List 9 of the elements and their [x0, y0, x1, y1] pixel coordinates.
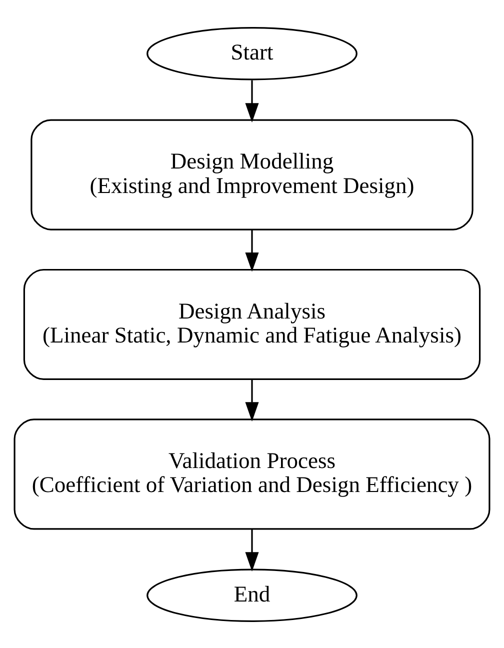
node-box: Design Modelling (Existing and Improvement Design): [30, 118, 474, 230]
node-ellipse: Start: [146, 26, 358, 80]
arrow: [245, 229, 259, 272]
arrow: [245, 80, 259, 122]
node-box: Validation Process (Coefficient of Variation and Design Efficiency ): [14, 418, 490, 530]
arrow: [245, 528, 259, 572]
node-box: Design Analysis (Linear Static, Dynamic and Fatigue Analysis): [23, 268, 481, 380]
arrow: [245, 378, 259, 422]
node-ellipse: End: [146, 568, 358, 622]
